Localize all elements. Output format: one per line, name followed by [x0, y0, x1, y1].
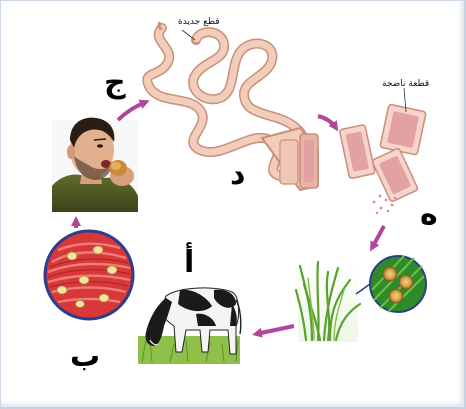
stage-label-j: ج: [104, 68, 126, 98]
infected-muscle-illustration: [45, 231, 133, 319]
stage-label-a: أ: [184, 248, 194, 278]
new-segments-label: قطع جديدة: [178, 18, 220, 27]
man-eating-illustration: [52, 118, 138, 212]
arrow-segments-to-grass: [372, 226, 384, 248]
stage-label-b: ب: [70, 342, 100, 372]
grass-illustration: [296, 256, 426, 342]
mature-segments: [339, 88, 426, 214]
stage-label-h: ه: [420, 200, 438, 230]
arrow-worm-to-segments: [318, 116, 336, 128]
arrow-man-to-worm: [118, 102, 146, 120]
mature-segment-label: قطعة ناضجة: [382, 80, 429, 89]
stage-label-d: د: [230, 160, 245, 190]
cow-illustration: [138, 288, 241, 364]
arrow-grass-to-cow: [256, 326, 294, 334]
